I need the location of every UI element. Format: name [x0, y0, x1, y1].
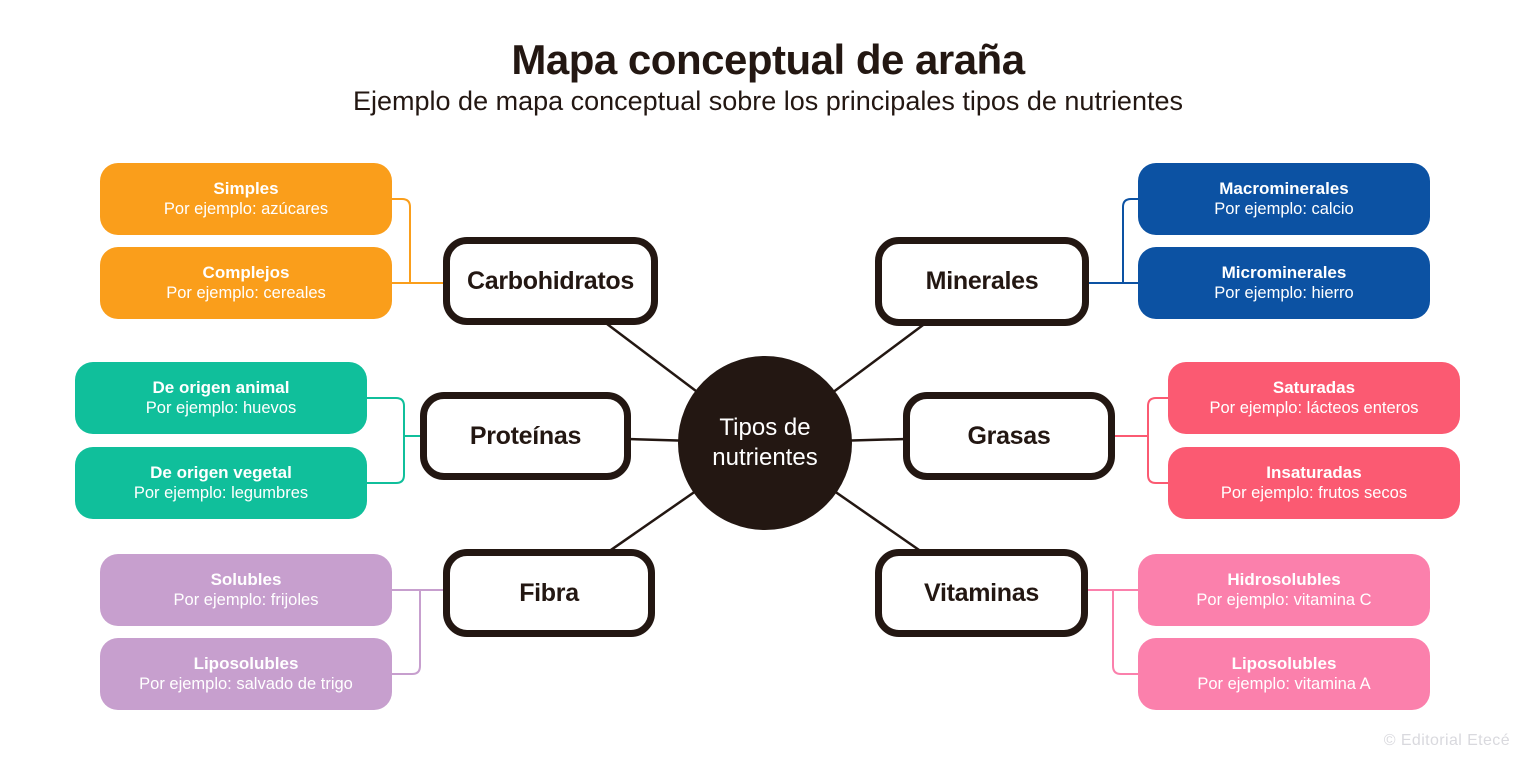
child-box-insaturadas: Insaturadas Por ejemplo: frutos secos [1168, 447, 1460, 519]
center-node-label-line1: Tipos de [719, 414, 811, 441]
child-box-title: Microminerales [1221, 262, 1347, 282]
child-box-title: Macrominerales [1219, 178, 1349, 198]
child-box-microminerales: Microminerales Por ejemplo: hierro [1138, 247, 1430, 319]
child-box-example: Por ejemplo: lácteos enteros [1209, 399, 1419, 418]
bracket-fibra [392, 589, 443, 675]
child-box-title: Hidrosolubles [1227, 569, 1341, 589]
child-box-example: Por ejemplo: hierro [1214, 284, 1354, 303]
child-box-title: Simples [213, 178, 279, 198]
child-box-title: Liposolubles [193, 653, 299, 673]
main-box-proteinas: Proteínas [420, 392, 631, 480]
child-box-hidrosolubles: Hidrosolubles Por ejemplo: vitamina C [1138, 554, 1430, 626]
main-box-carbohidratos: Carbohidratos [443, 237, 658, 325]
main-box-label: Grasas [967, 421, 1051, 450]
child-box-title: Saturadas [1272, 377, 1356, 397]
main-box-fibra: Fibra [443, 549, 655, 637]
child-box-example: Por ejemplo: legumbres [133, 484, 309, 503]
main-box-vitaminas: Vitaminas [875, 549, 1088, 637]
bracket-proteinas [367, 397, 420, 484]
child-box-complejos: Complejos Por ejemplo: cereales [100, 247, 392, 319]
copyright-credit: © Editorial Etecé [1383, 732, 1510, 749]
child-box-origen-vegetal: De origen vegetal Por ejemplo: legumbres [75, 447, 367, 519]
child-box-saturadas: Saturadas Por ejemplo: lácteos enteros [1168, 362, 1460, 434]
child-box-title: Complejos [202, 262, 290, 282]
child-box-liposolubles-vitaminas: Liposolubles Por ejemplo: vitamina A [1138, 638, 1430, 710]
page-title: Mapa conceptual de araña [511, 36, 1025, 83]
main-box-label: Minerales [925, 267, 1039, 295]
center-node-label-line2: nutrientes [712, 444, 818, 471]
child-box-example: Por ejemplo: azúcares [163, 200, 329, 219]
child-box-example: Por ejemplo: cereales [166, 284, 326, 303]
child-box-example: Por ejemplo: frutos secos [1220, 484, 1408, 503]
child-box-title: De origen animal [152, 377, 290, 397]
child-box-solubles: Solubles Por ejemplo: frijoles [100, 554, 392, 626]
child-box-title: Solubles [210, 569, 282, 589]
main-box-label: Carbohidratos [467, 266, 634, 295]
bracket-grasas [1115, 397, 1168, 484]
child-box-example: Por ejemplo: frijoles [173, 591, 319, 610]
child-box-example: Por ejemplo: calcio [1214, 200, 1354, 219]
main-box-label: Vitaminas [924, 578, 1039, 607]
child-box-example: Por ejemplo: vitamina C [1196, 591, 1372, 610]
main-box-label: Proteínas [469, 421, 582, 450]
main-box-minerales: Minerales [875, 237, 1089, 326]
branch-brackets [367, 198, 1168, 675]
bracket-vitaminas [1088, 589, 1138, 675]
child-box-title: Insaturadas [1266, 462, 1362, 482]
child-box-simples: Simples Por ejemplo: azúcares [100, 163, 392, 235]
child-box-macrominerales: Macrominerales Por ejemplo: calcio [1138, 163, 1430, 235]
main-box-grasas: Grasas [903, 392, 1115, 480]
child-box-example: Por ejemplo: huevos [145, 399, 297, 418]
main-box-label: Fibra [519, 578, 579, 607]
child-box-example: Por ejemplo: salvado de trigo [139, 675, 353, 694]
child-box-title: De origen vegetal [150, 462, 292, 482]
child-box-example: Por ejemplo: vitamina A [1197, 675, 1371, 694]
child-box-liposolubles-fibra: Liposolubles Por ejemplo: salvado de tri… [100, 638, 392, 710]
child-box-origen-animal: De origen animal Por ejemplo: huevos [75, 362, 367, 434]
page-subtitle: Ejemplo de mapa conceptual sobre los pri… [353, 86, 1183, 116]
center-node-tipos-de-nutrientes: Tipos de nutrientes [678, 356, 852, 530]
bracket-carbohidratos [392, 198, 443, 284]
bracket-minerales [1089, 198, 1138, 284]
child-box-title: Liposolubles [1231, 653, 1337, 673]
